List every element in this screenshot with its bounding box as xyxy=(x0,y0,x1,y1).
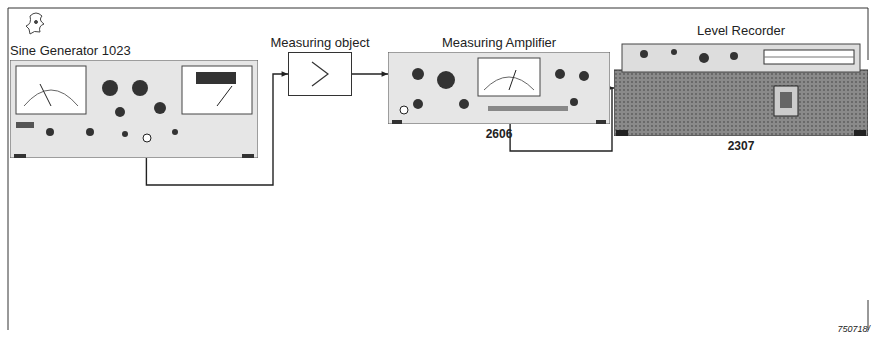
instrument-name: Measuring Amplifier xyxy=(442,35,556,50)
instrument-name: Level Recorder xyxy=(697,23,785,38)
figure-number: 750718/ xyxy=(837,324,870,334)
model-number: 2606 xyxy=(486,127,513,141)
instrument-illustration xyxy=(614,40,868,136)
model-number: 2307 xyxy=(728,139,755,153)
instrument-illustration xyxy=(10,60,258,158)
measuring-object-box: Measuring object xyxy=(288,52,352,96)
instrument: Measuring Amplifier2606 xyxy=(388,52,610,124)
instrument-illustration xyxy=(388,52,610,124)
logo-sketch xyxy=(26,13,44,34)
instrument-illustration xyxy=(288,52,352,96)
instrument-name: Measuring object xyxy=(271,35,370,50)
instrument: Sine Generator 1023 xyxy=(10,60,258,158)
instrument: Level Recorder2307 xyxy=(614,40,868,136)
instrument-name: Sine Generator 1023 xyxy=(10,43,131,58)
cable-connector xyxy=(352,71,388,76)
